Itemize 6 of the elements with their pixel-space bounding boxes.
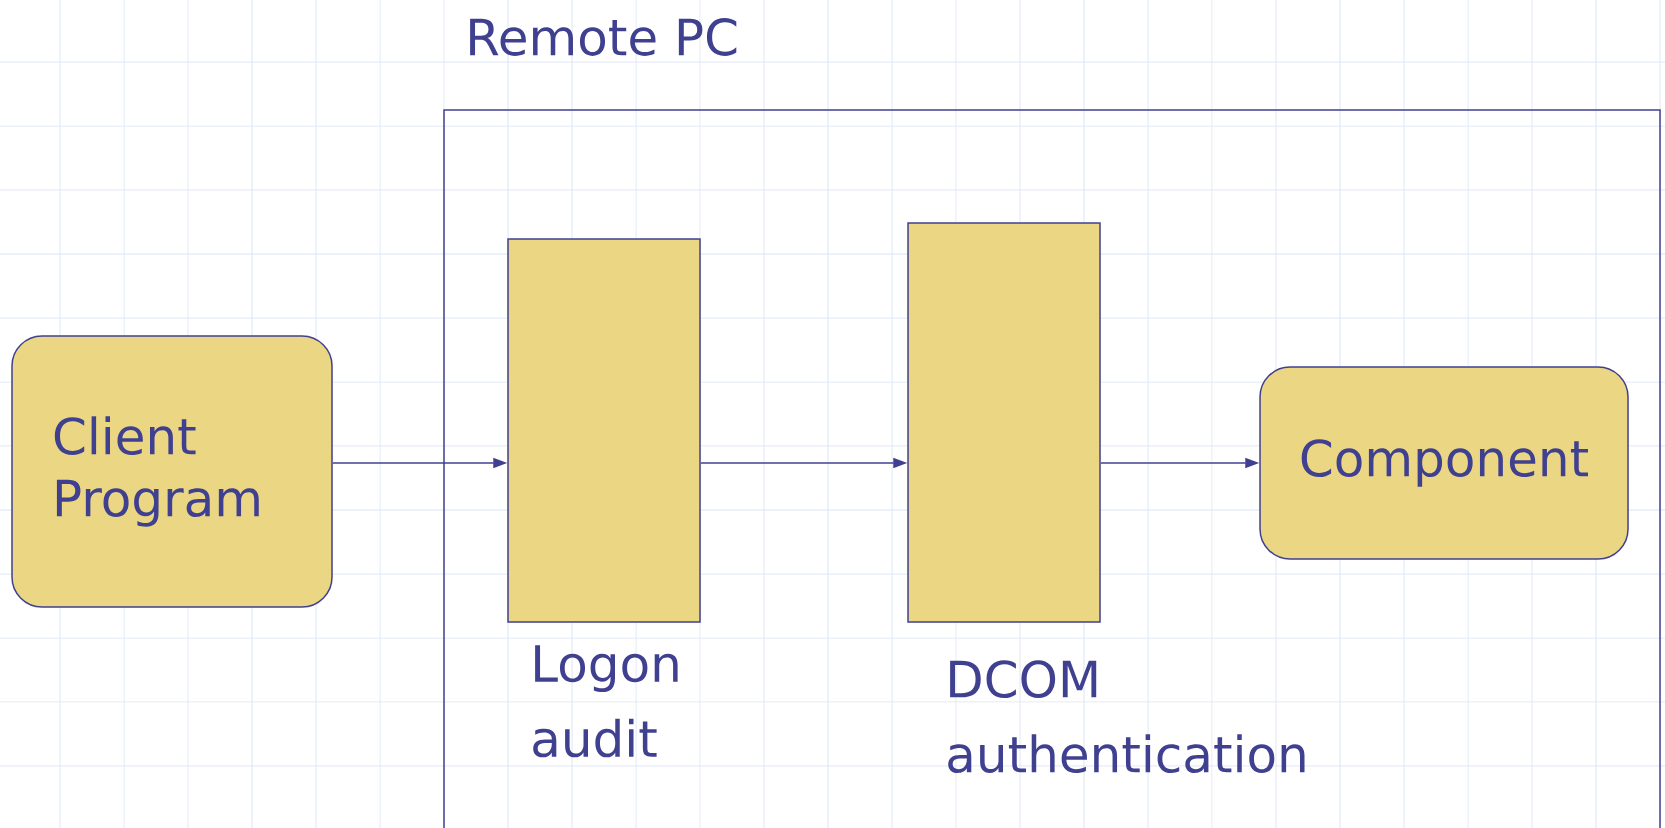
caption-text: Logon audit	[533, 645, 678, 758]
bar-box	[907, 222, 1101, 623]
caption-text: DCOM authentication	[948, 660, 1305, 773]
bar-box	[507, 238, 701, 623]
rounded-box: Component	[1259, 366, 1629, 560]
rounded-box: Client Program	[11, 335, 333, 608]
